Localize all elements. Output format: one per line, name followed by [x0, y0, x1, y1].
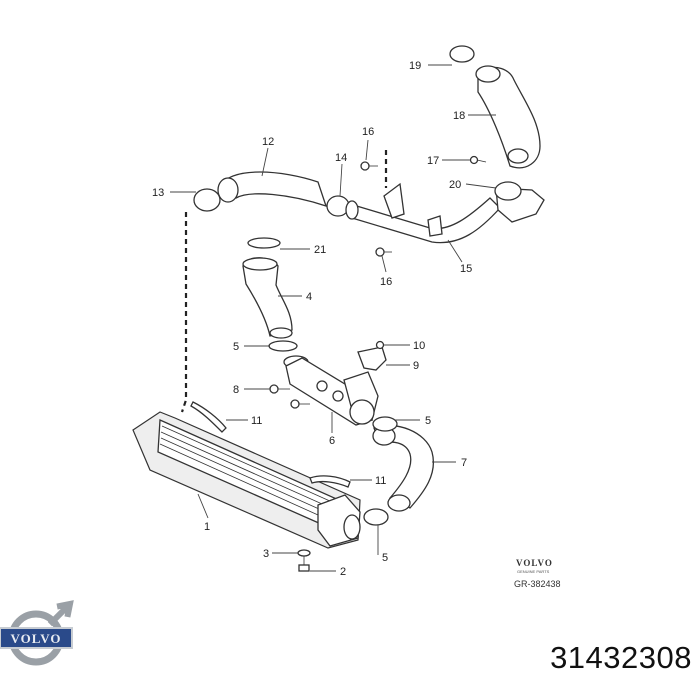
callout-20: 20	[449, 179, 461, 191]
callout-7: 7	[461, 457, 467, 469]
callout-2: 2	[340, 566, 346, 578]
bolt-part-16-lower	[375, 247, 392, 257]
callout-labels: 1 2 3 4 5 5 5 6 7 8 9 10 11 11 12 13 14 …	[152, 60, 472, 578]
callout-1: 1	[204, 521, 210, 533]
upper-hose-part-18	[475, 65, 541, 169]
callout-21: 21	[314, 244, 326, 256]
pressure-sensor-part-9	[357, 346, 387, 371]
callout-17: 17	[427, 155, 439, 167]
callout-11-a: 11	[251, 415, 262, 427]
callout-18: 18	[453, 110, 465, 122]
screw-part-10	[375, 340, 385, 350]
o-ring-part-21	[247, 237, 281, 249]
throttle-housing-part-6	[283, 355, 379, 426]
callout-4: 4	[306, 291, 312, 303]
volvo-logo: VOLVO	[0, 600, 74, 666]
bolt-part-2	[298, 556, 310, 572]
callout-19: 19	[409, 60, 421, 72]
callout-8: 8	[233, 384, 239, 396]
callout-13: 13	[152, 187, 164, 199]
callout-6: 6	[329, 435, 335, 447]
callout-3: 3	[263, 548, 269, 560]
callout-5-c: 5	[382, 552, 388, 564]
bolt-part-16-upper	[360, 161, 378, 171]
pad-part-11-upper	[190, 401, 227, 433]
o-ring-part-19	[449, 45, 475, 63]
washer-part-3	[297, 549, 311, 557]
screw-part-17	[469, 155, 487, 165]
watermark-tagline: GENUINE PARTS	[517, 569, 550, 574]
callout-9: 9	[413, 360, 419, 372]
alignment-dashed-line	[180, 212, 188, 413]
part-number: 31432308	[550, 640, 692, 675]
callout-5-b: 5	[425, 415, 431, 427]
callout-5-a: 5	[233, 341, 239, 353]
charge-hose-part-12	[217, 171, 328, 208]
intercooler-part-1	[132, 411, 361, 549]
logo-arrow-icon	[47, 600, 74, 627]
o-ring-part-5	[268, 340, 298, 352]
callout-16-a: 16	[362, 126, 374, 138]
logo-text: VOLVO	[11, 631, 62, 646]
callout-11-b: 11	[375, 475, 386, 487]
clamp-part-5-upper	[372, 416, 398, 432]
pad-part-11-lower	[309, 475, 351, 488]
inlet-pipe-part-4	[242, 257, 293, 339]
callout-10: 10	[413, 340, 425, 352]
logo-band	[0, 627, 73, 649]
clamp-part-13	[193, 188, 221, 212]
leader-lines	[170, 64, 497, 572]
callout-14: 14	[335, 152, 347, 164]
callout-15: 15	[460, 263, 472, 275]
watermark-reference: GR-382438	[514, 579, 561, 589]
watermark-brand: VOLVO	[516, 558, 553, 568]
clamp-part-5-lower	[363, 508, 389, 526]
clamp-part-20	[494, 181, 522, 201]
callout-12: 12	[262, 136, 274, 148]
callout-16-b: 16	[380, 276, 392, 288]
genuine-parts-watermark: VOLVO GENUINE PARTS GR-382438	[514, 558, 561, 589]
outlet-hose-part-7	[372, 424, 434, 512]
